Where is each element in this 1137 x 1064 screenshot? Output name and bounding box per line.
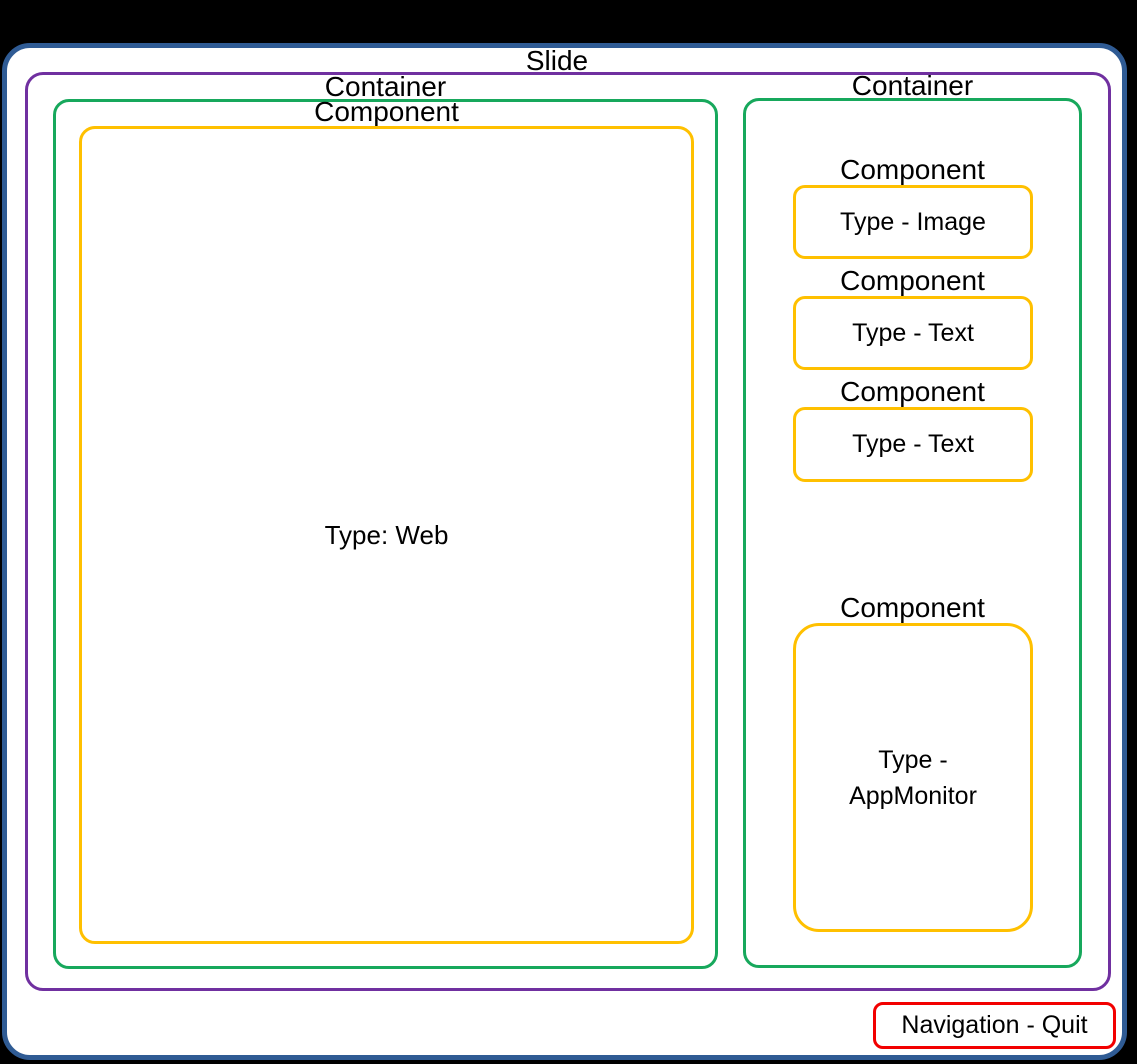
text-component-label-1: Component [840, 265, 985, 296]
slide-frame [2, 43, 1127, 1060]
text-component-type-text-1: Type - Text [852, 318, 974, 347]
slide-inner-frame [25, 72, 1111, 991]
left-component-label: Component [314, 96, 459, 127]
web-component-type-text: Type: Web [324, 519, 449, 550]
left-container-box [53, 99, 718, 969]
navigation-quit-label: Navigation - Quit [901, 1011, 1088, 1039]
left-container-label: Container [324, 71, 447, 102]
text-component-label-2: Component [840, 376, 985, 407]
right-container-label: Container [851, 70, 974, 101]
image-component-label: Component [840, 154, 985, 185]
appmonitor-component-label: Component [840, 592, 985, 623]
image-component-type-text: Type - Image [840, 207, 986, 236]
web-component-box: Type: Web [79, 126, 694, 944]
text-component-box-2: Type - Text [793, 407, 1033, 482]
appmonitor-component-box: Type - AppMonitor [793, 623, 1033, 932]
text-component-box-1: Type - Text [793, 296, 1033, 370]
appmonitor-component-type-text: Type - AppMonitor [849, 745, 977, 810]
right-container-box [743, 98, 1082, 968]
slide-label: Slide [525, 45, 589, 76]
navigation-quit-button[interactable]: Navigation - Quit [873, 1002, 1116, 1049]
text-component-type-text-2: Type - Text [852, 430, 974, 458]
image-component-box: Type - Image [793, 185, 1033, 259]
